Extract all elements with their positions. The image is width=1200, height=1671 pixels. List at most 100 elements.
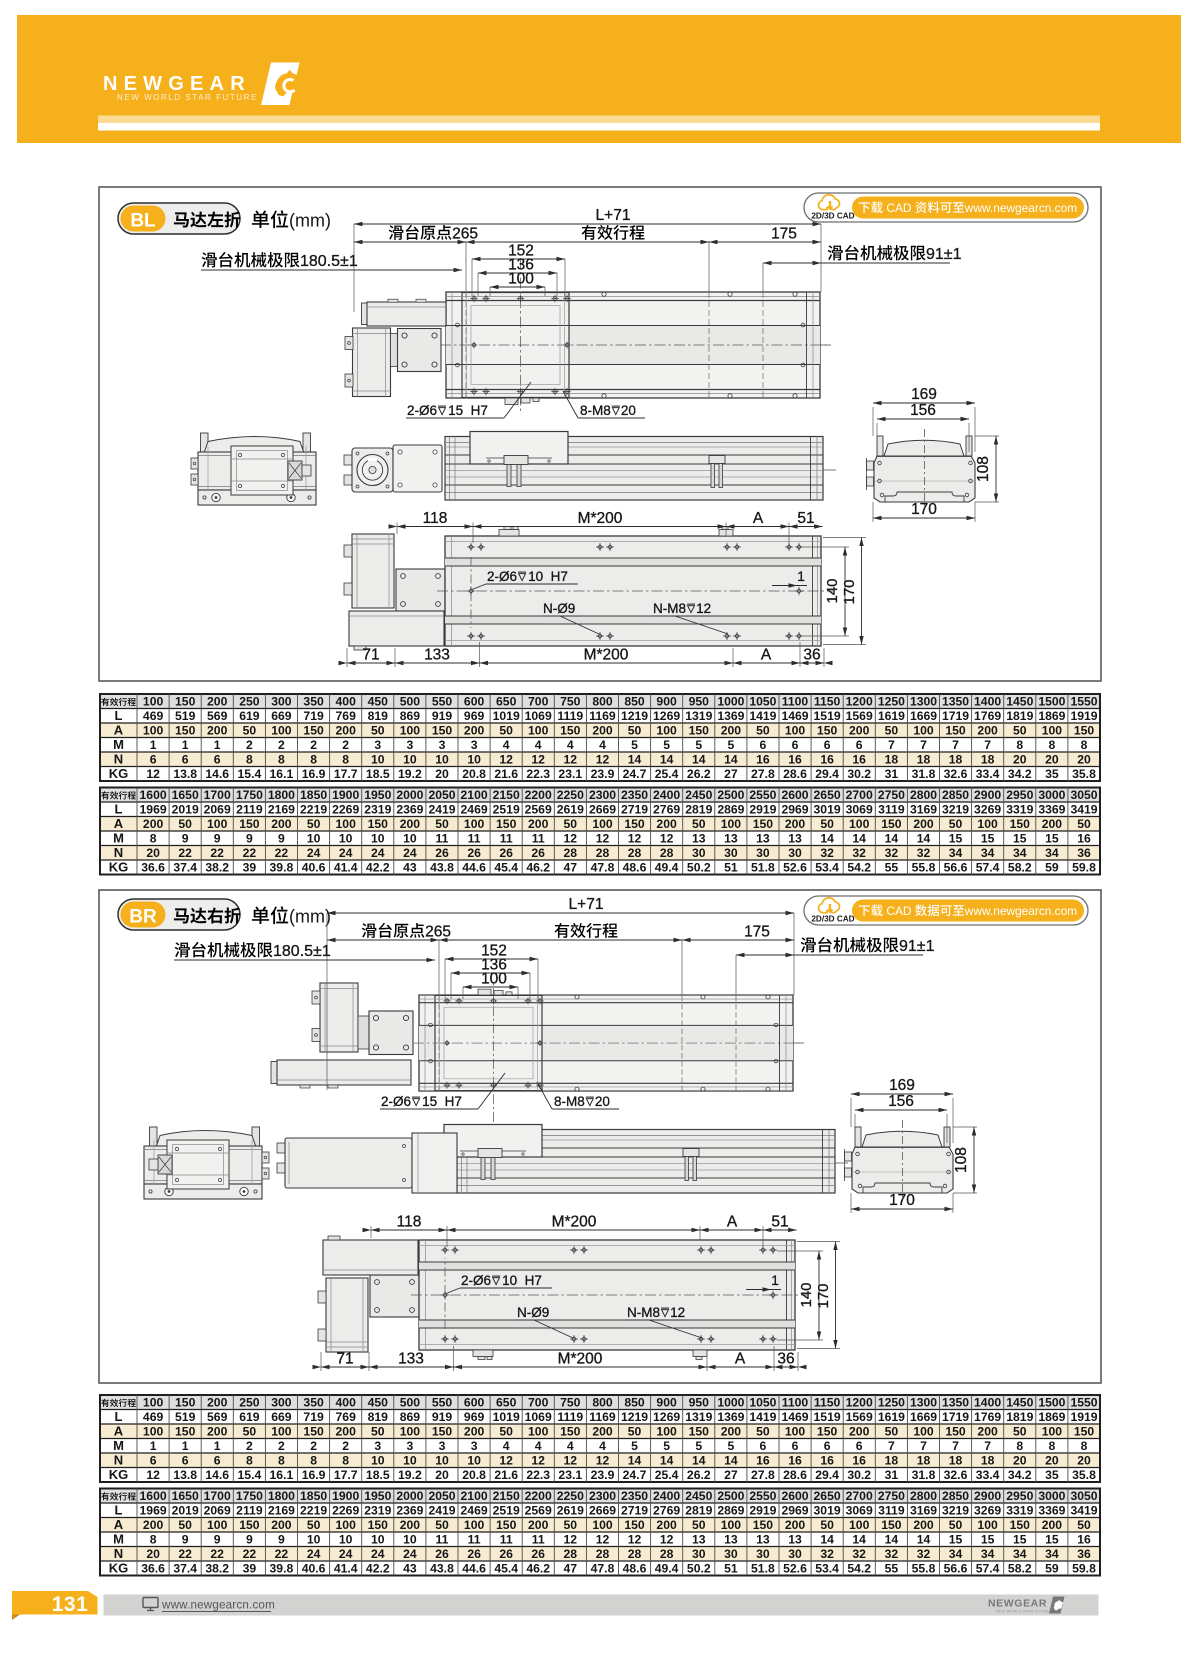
svg-text:400: 400 (336, 694, 357, 708)
svg-text:38.2: 38.2 (205, 861, 229, 875)
svg-text:200: 200 (143, 1518, 164, 1532)
svg-text:150: 150 (1074, 1425, 1095, 1439)
svg-text:3369: 3369 (1038, 1504, 1065, 1518)
svg-text:26.2: 26.2 (687, 767, 711, 781)
svg-text:1750: 1750 (236, 1489, 263, 1503)
svg-text:2950: 2950 (1006, 1489, 1033, 1503)
svg-text:6: 6 (150, 1454, 157, 1468)
svg-text:NEW WORLD STAR FUTURE: NEW WORLD STAR FUTURE (996, 1609, 1051, 1614)
svg-text:1: 1 (771, 1272, 779, 1288)
svg-text:34: 34 (1045, 846, 1059, 860)
svg-text:30.2: 30.2 (847, 1468, 871, 1482)
svg-text:1619: 1619 (878, 1410, 905, 1424)
svg-text:50: 50 (692, 1518, 706, 1532)
svg-text:1: 1 (182, 738, 189, 752)
svg-text:100: 100 (271, 1425, 292, 1439)
svg-text:1169: 1169 (589, 1410, 616, 1424)
svg-text:169: 169 (889, 1077, 915, 1094)
svg-text:20: 20 (1045, 1454, 1059, 1468)
svg-text:150: 150 (560, 724, 581, 738)
svg-text:10: 10 (403, 753, 417, 767)
svg-text:3319: 3319 (1006, 803, 1033, 817)
svg-text:14: 14 (885, 1533, 899, 1547)
svg-text:12: 12 (146, 767, 160, 781)
svg-text:16: 16 (820, 1454, 834, 1468)
svg-text:6: 6 (792, 1439, 799, 1453)
svg-text:26: 26 (531, 1547, 545, 1561)
svg-text:56.6: 56.6 (944, 1562, 968, 1576)
svg-text:23.9: 23.9 (591, 1468, 615, 1482)
svg-text:23.1: 23.1 (558, 767, 582, 781)
svg-text:15: 15 (981, 1533, 995, 1547)
svg-text:100: 100 (528, 724, 549, 738)
svg-text:180.5±1: 180.5±1 (273, 943, 331, 960)
svg-text:3069: 3069 (846, 1504, 873, 1518)
svg-text:M*200: M*200 (558, 1351, 603, 1368)
svg-text:30.2: 30.2 (847, 767, 871, 781)
svg-text:800: 800 (592, 1395, 613, 1409)
svg-text:53.4: 53.4 (815, 861, 839, 875)
svg-text:2350: 2350 (621, 788, 648, 802)
svg-text:2569: 2569 (525, 1504, 552, 1518)
svg-text:30: 30 (756, 846, 770, 860)
svg-text:200: 200 (143, 817, 164, 831)
svg-text:59.8: 59.8 (1072, 861, 1096, 875)
svg-text:2100: 2100 (461, 1489, 488, 1503)
svg-text:200: 200 (400, 817, 421, 831)
svg-text:200: 200 (977, 724, 998, 738)
svg-text:769: 769 (336, 1410, 357, 1424)
svg-text:350: 350 (303, 694, 324, 708)
svg-text:1669: 1669 (910, 1410, 937, 1424)
svg-text:3119: 3119 (878, 803, 905, 817)
svg-text:34: 34 (1045, 1547, 1059, 1561)
svg-text:100: 100 (1042, 1425, 1063, 1439)
svg-text:2: 2 (246, 1439, 253, 1453)
svg-text:39: 39 (243, 861, 257, 875)
svg-text:18: 18 (981, 753, 995, 767)
svg-text:20: 20 (435, 767, 449, 781)
svg-text:10 H7: 10 H7 (528, 569, 568, 584)
svg-text:30: 30 (724, 1547, 738, 1561)
svg-text:34: 34 (981, 846, 995, 860)
svg-text:469: 469 (143, 709, 164, 723)
svg-text:1069: 1069 (525, 1410, 552, 1424)
svg-text:2650: 2650 (814, 788, 841, 802)
svg-text:A: A (114, 1517, 124, 1532)
svg-text:10: 10 (371, 1533, 385, 1547)
svg-text:2669: 2669 (589, 803, 616, 817)
svg-text:18: 18 (949, 753, 963, 767)
svg-text:14: 14 (852, 832, 866, 846)
svg-text:15: 15 (1013, 832, 1027, 846)
svg-text:2469: 2469 (461, 803, 488, 817)
svg-text:7: 7 (952, 738, 959, 752)
svg-text:18: 18 (885, 753, 899, 767)
svg-text:2750: 2750 (878, 788, 905, 802)
svg-text:39: 39 (243, 1562, 257, 1576)
svg-text:28: 28 (564, 846, 578, 860)
svg-text:2350: 2350 (621, 1489, 648, 1503)
svg-text:2: 2 (310, 1439, 317, 1453)
svg-text:17.7: 17.7 (334, 1468, 358, 1482)
svg-text:2D/3D CAD: 2D/3D CAD (811, 212, 854, 221)
svg-text:12: 12 (596, 832, 610, 846)
svg-text:1700: 1700 (204, 788, 231, 802)
svg-text:50: 50 (1077, 817, 1091, 831)
svg-text:200: 200 (464, 724, 485, 738)
svg-text:N: N (114, 845, 123, 860)
svg-text:2069: 2069 (204, 1504, 231, 1518)
svg-text:6: 6 (824, 1439, 831, 1453)
svg-text:2150: 2150 (493, 1489, 520, 1503)
svg-text:3050: 3050 (1070, 788, 1097, 802)
svg-text:100: 100 (913, 724, 934, 738)
svg-text:200: 200 (207, 1425, 228, 1439)
svg-text:150: 150 (239, 1518, 260, 1532)
svg-text:819: 819 (368, 1410, 389, 1424)
svg-text:1450: 1450 (1006, 1395, 1033, 1409)
svg-text:1900: 1900 (332, 1489, 359, 1503)
svg-text:150: 150 (1010, 817, 1031, 831)
svg-text:33.4: 33.4 (976, 1468, 1000, 1482)
svg-text:26: 26 (499, 846, 513, 860)
svg-text:3369: 3369 (1038, 803, 1065, 817)
svg-text:1300: 1300 (910, 694, 937, 708)
svg-text:8-M8: 8-M8 (580, 403, 611, 418)
